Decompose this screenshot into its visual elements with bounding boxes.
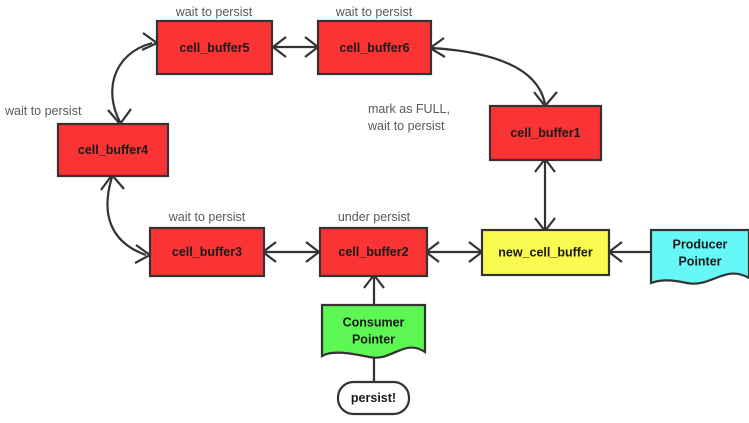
new-cell-buffer-label: new_cell_buffer (498, 245, 593, 259)
edge-cell-buffer3-cell-buffer4 (100, 173, 153, 264)
node-cell-buffer5[interactable]: cell_buffer5 (155, 19, 274, 76)
label-left-of-cell-buffer4: wait to persist (4, 104, 82, 118)
node-new-cell-buffer[interactable]: new_cell_buffer (480, 228, 611, 277)
cell-buffer2-box[interactable] (318, 226, 429, 278)
consumer-pointer-shape[interactable] (320, 303, 427, 359)
edge-cell-buffer1-new-cell-buffer (534, 157, 556, 233)
node-cell-buffer4[interactable]: cell_buffer4 (56, 122, 170, 178)
edge-cell-buffer2-cell-buffer3 (261, 241, 321, 263)
producer-pointer-shape[interactable] (649, 228, 749, 285)
cell-buffer4-label: cell_buffer4 (78, 143, 148, 157)
producer-pointer-label-line1: Producer (673, 237, 728, 251)
consumer-pointer-label-line2: Pointer (352, 332, 395, 346)
node-cell-buffer1[interactable]: cell_buffer1 (488, 104, 603, 162)
label-mark-as-full-line2: wait to persist (367, 119, 445, 133)
persist-terminal-label: persist! (351, 391, 396, 405)
cell-buffer1-box[interactable] (488, 104, 603, 162)
node-cell-buffer2[interactable]: cell_buffer2 (318, 226, 429, 278)
edge-cell-buffer4-cell-buffer5 (107, 32, 160, 126)
node-producer-pointer[interactable]: Producer Pointer (649, 228, 749, 285)
node-consumer-pointer[interactable]: Consumer Pointer (320, 303, 427, 359)
new-cell-buffer-box[interactable] (480, 228, 611, 277)
cell-buffer1-label: cell_buffer1 (510, 126, 580, 140)
label-above-cell-buffer6: wait to persist (335, 5, 413, 19)
edge-producer-pointer-new-cell-buffer (607, 241, 650, 263)
producer-pointer-label-line2: Pointer (678, 254, 721, 268)
label-mark-as-full-line1: mark as FULL, (368, 102, 450, 116)
persist-terminal-shape[interactable] (336, 380, 411, 416)
cell-buffer5-box[interactable] (155, 19, 274, 76)
cell-buffer5-label: cell_buffer5 (179, 41, 249, 55)
consumer-pointer-label-line1: Consumer (343, 315, 405, 329)
node-cell-buffer3[interactable]: cell_buffer3 (148, 226, 266, 278)
cell-buffer2-label: cell_buffer2 (338, 245, 408, 259)
cell-buffer4-box[interactable] (56, 122, 170, 178)
edge-consumer-pointer-cell-buffer2 (363, 273, 385, 305)
label-above-cell-buffer2: under persist (338, 210, 411, 224)
label-above-cell-buffer3: wait to persist (168, 210, 246, 224)
node-persist-terminal[interactable]: persist! (336, 380, 411, 416)
label-above-cell-buffer5: wait to persist (175, 5, 253, 19)
node-cell-buffer6[interactable]: cell_buffer6 (316, 19, 433, 76)
cell-buffer3-label: cell_buffer3 (172, 245, 242, 259)
cell-buffer6-label: cell_buffer6 (339, 41, 409, 55)
edge-new-cell-buffer-cell-buffer2 (424, 241, 484, 263)
edge-cell-buffer6-cell-buffer1 (427, 37, 558, 108)
edge-cell-buffer5-cell-buffer6 (271, 36, 320, 58)
cell-buffer3-box[interactable] (148, 226, 266, 278)
cell-buffer6-box[interactable] (316, 19, 433, 76)
